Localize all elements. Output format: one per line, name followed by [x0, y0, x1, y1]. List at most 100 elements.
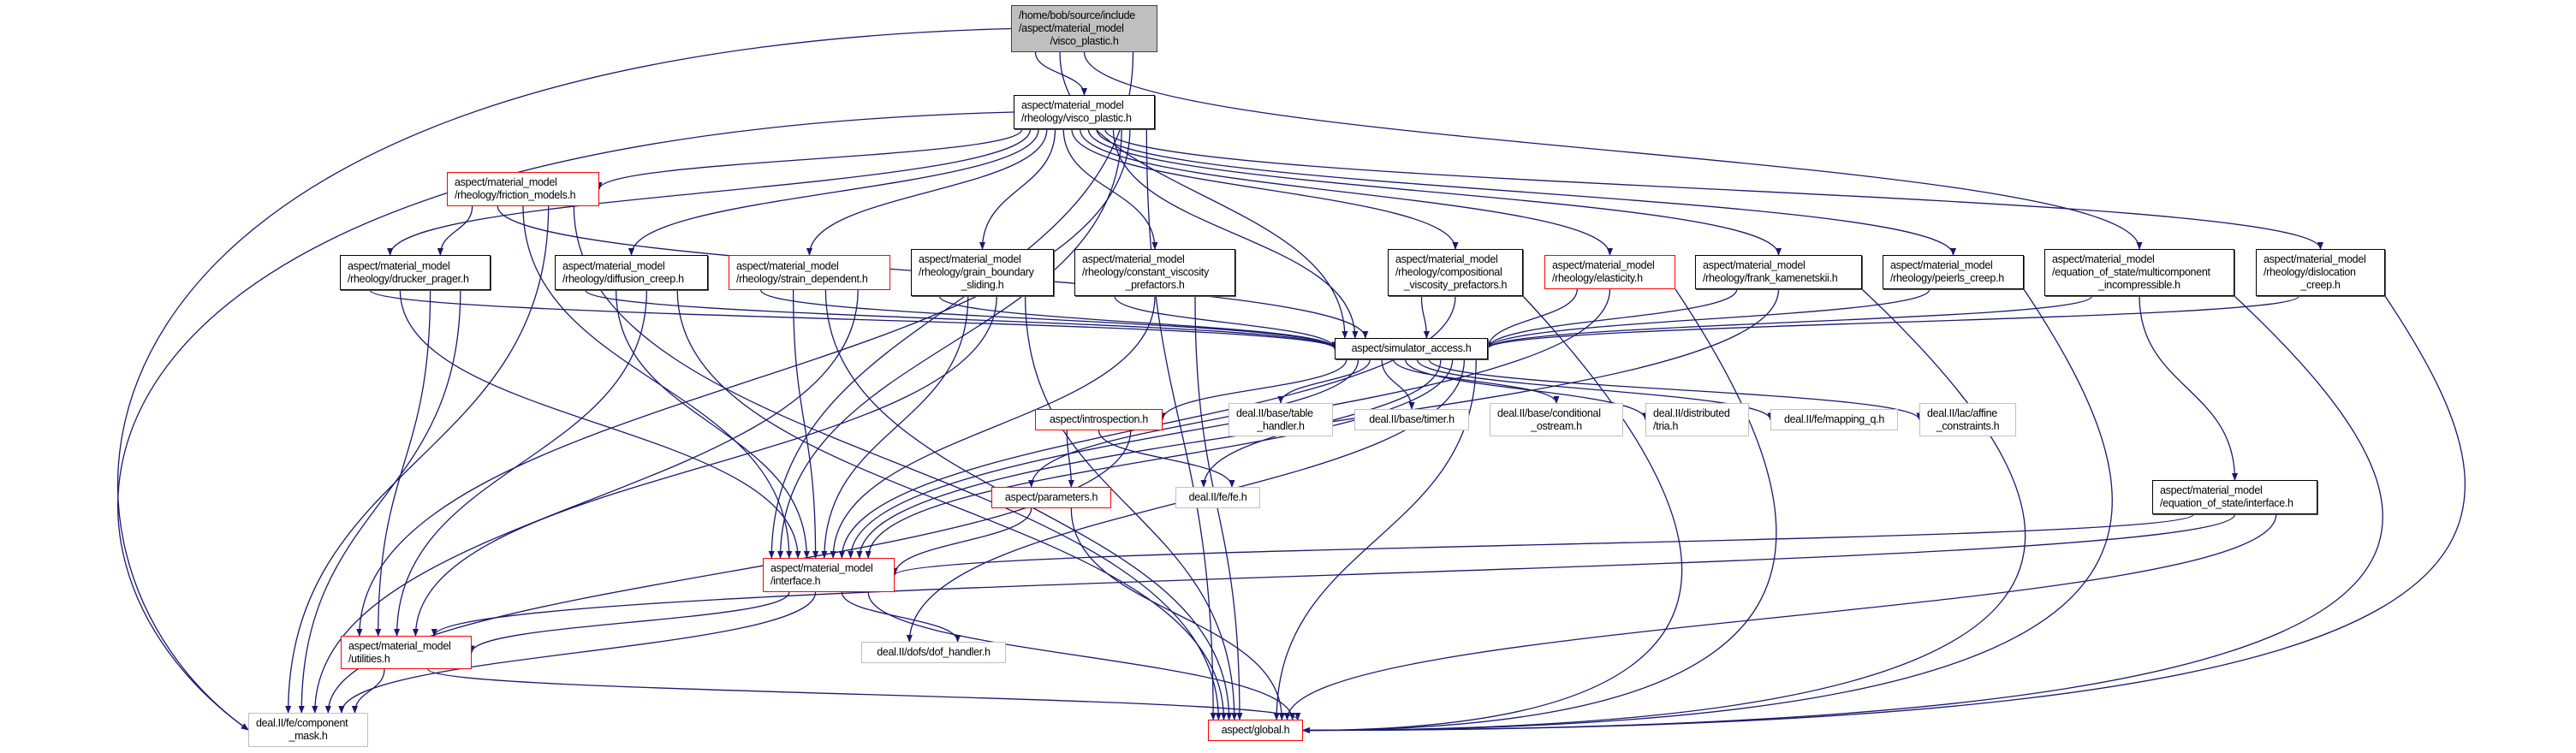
node-utilities[interactable]: aspect/material_model/utilities.h [341, 636, 472, 669]
edge-multicomp-to-global [1302, 295, 2383, 734]
edge-dislocation-to-global [1302, 295, 2466, 734]
node-label-line: deal.II/base/table [1236, 406, 1313, 419]
edge-simaccess-to-timer [1381, 359, 1415, 410]
edge-root-to-multicomp [1083, 51, 2143, 250]
node-constant[interactable]: aspect/material_model/rheology/constant_… [1074, 249, 1235, 296]
edge-eosinterface-to-global [1283, 513, 2277, 720]
node-label-line: aspect/material_model [562, 259, 665, 272]
edge-strain-to-simaccess [760, 289, 1338, 350]
node-fe[interactable]: deal.II/fe/fe.h [1175, 487, 1260, 508]
edge-rheo_visco-to-grain [979, 128, 1056, 250]
node-label-line: _handler.h [1257, 419, 1305, 432]
node-simaccess[interactable]: aspect/simulator_access.h [1335, 338, 1488, 359]
node-global[interactable]: aspect/global.h [1208, 720, 1303, 741]
edge-grain-to-utilities [412, 295, 997, 637]
node-dofhandler[interactable]: deal.II/dofs/dof_handler.h [861, 642, 1006, 663]
node-label-line: /rheology/dislocation [2264, 266, 2356, 278]
node-label-line: /rheology/elasticity.h [1552, 272, 1643, 284]
edge-simaccess-to-tria [1404, 359, 1649, 421]
edge-friction-to-compmask [285, 205, 550, 714]
node-condostream[interactable]: deal.II/base/conditional_ostream.h [1490, 403, 1623, 436]
node-label-line: aspect/material_model [2160, 484, 2263, 496]
edge-root-to-compmask [116, 27, 1012, 731]
edge-diffusion-to-utilities [393, 289, 648, 637]
node-label-line: _ostream.h [1531, 419, 1582, 432]
node-label-line: /visco_plastic.h [1050, 35, 1119, 47]
edge-rheo_visco-to-utilities [356, 128, 1131, 637]
edge-introspection-to-fe [1098, 430, 1235, 488]
node-label-line: /tria.h [1653, 419, 1679, 432]
node-parameters[interactable]: aspect/parameters.h [991, 487, 1111, 508]
node-interface[interactable]: aspect/material_model/interface.h [763, 558, 895, 592]
edge-rheo_visco-to-diffusion [628, 128, 1039, 256]
node-table[interactable]: deal.II/base/table_handler.h [1229, 403, 1333, 436]
edge-multicomp-to-simaccess [1484, 295, 2093, 350]
node-label-line: aspect/material_model [1021, 99, 1124, 111]
edge-elasticity-to-global [1302, 288, 1777, 734]
node-rheo_visco[interactable]: aspect/material_model/rheology/visco_pla… [1014, 95, 1155, 129]
node-label-line: aspect/parameters.h [1004, 491, 1098, 503]
node-tria[interactable]: deal.II/distributed/tria.h [1645, 403, 1749, 436]
node-label-line: /rheology/drucker_prager.h [348, 272, 469, 285]
node-label-line: aspect/material_model [736, 259, 839, 272]
edge-strain-to-interface [792, 289, 819, 559]
node-label-line: aspect/material_model [1082, 253, 1185, 265]
edge-drucker-to-simaccess [369, 289, 1338, 350]
edge-constant-to-interface [830, 295, 1156, 559]
node-frank[interactable]: aspect/material_model/rheology/frank_kam… [1695, 255, 1862, 289]
edge-diffusion-to-simaccess [585, 289, 1338, 350]
edge-drucker-to-compmask [298, 289, 461, 714]
node-drucker[interactable]: aspect/material_model/rheology/drucker_p… [340, 255, 491, 290]
edge-rheo_visco-to-constant [1062, 128, 1158, 250]
node-multicomp[interactable]: aspect/material_model/equation_of_state/… [2044, 249, 2234, 296]
node-elasticity[interactable]: aspect/material_model/rheology/elasticit… [1544, 255, 1675, 289]
node-affine[interactable]: deal.II/lac/affine_constraints.h [1919, 403, 2016, 436]
edge-rheo_visco-to-dislocation [1104, 128, 2323, 250]
edge-friction-to-global [573, 205, 1222, 720]
node-strain[interactable]: aspect/material_model/rheology/strain_de… [729, 255, 890, 290]
node-mappingq[interactable]: deal.II/fe/mapping_q.h [1770, 409, 1898, 430]
node-root[interactable]: /home/bob/source/include/aspect/material… [1011, 5, 1157, 52]
node-eosinterface[interactable]: aspect/material_model/equation_of_state/… [2152, 480, 2317, 514]
node-compositional[interactable]: aspect/material_model/rheology/compositi… [1388, 249, 1523, 296]
node-label-line: aspect/simulator_access.h [1351, 342, 1472, 354]
node-label-line: aspect/material_model [2052, 253, 2155, 265]
edge-friction-to-interface [522, 205, 793, 559]
node-dislocation[interactable]: aspect/material_model/rheology/dislocati… [2256, 249, 2385, 296]
edge-simaccess-to-interface [865, 359, 1454, 559]
edge-strain-to-compmask [312, 289, 859, 714]
node-label-line: deal.II/base/conditional [1497, 406, 1601, 419]
node-label-line: deal.II/fe/component [256, 717, 348, 729]
edge-peierls-to-global [1302, 288, 2113, 734]
node-label-line: deal.II/lac/affine [1927, 406, 1997, 419]
node-label-line: deal.II/dofs/dof_handler.h [877, 646, 991, 658]
node-label-line: aspect/material_model [1890, 259, 1993, 271]
node-label-line: aspect/material_model [348, 639, 451, 652]
node-label-line: /rheology/grain_boundary [919, 266, 1034, 278]
edge-multicomp-to-eosinterface [2139, 295, 2239, 481]
edge-drucker-to-interface [399, 289, 801, 559]
node-label-line: aspect/material_model [1552, 259, 1655, 271]
edge-compositional-to-simaccess [1420, 295, 1430, 339]
edge-eosinterface-to-utilities [431, 513, 2236, 637]
node-friction[interactable]: aspect/material_model/rheology/friction_… [447, 172, 599, 206]
edge-diffusion-to-global [676, 289, 1228, 720]
edge-peierls-to-simaccess [1484, 288, 1931, 350]
node-compmask[interactable]: deal.II/fe/component_mask.h [248, 713, 368, 747]
edge-root-to-rheo_visco [1034, 51, 1088, 96]
node-grain[interactable]: aspect/material_model/rheology/grain_bou… [911, 249, 1054, 296]
node-timer[interactable]: deal.II/base/timer.h [1354, 409, 1469, 430]
edge-simaccess-to-mappingq [1416, 359, 1774, 421]
node-diffusion[interactable]: aspect/material_model/rheology/diffusion… [555, 255, 708, 290]
edge-utilities-to-compmask [351, 668, 385, 714]
edge-rheo_visco-to-compmask [117, 111, 1014, 731]
node-peierls[interactable]: aspect/material_model/rheology/peierls_c… [1883, 255, 2024, 289]
edge-friction-to-drucker [437, 205, 473, 256]
node-label-line: /rheology/visco_plastic.h [1021, 112, 1132, 124]
edge-parameters-to-global [1070, 507, 1285, 720]
node-introspection[interactable]: aspect/introspection.h [1035, 409, 1163, 430]
edge-interface-to-dofhandler [841, 591, 961, 643]
node-label-line: /aspect/material_model [1019, 22, 1124, 34]
node-label-line: _incompressible.h [2098, 279, 2180, 291]
node-label-line: deal.II/fe/mapping_q.h [1783, 413, 1885, 425]
